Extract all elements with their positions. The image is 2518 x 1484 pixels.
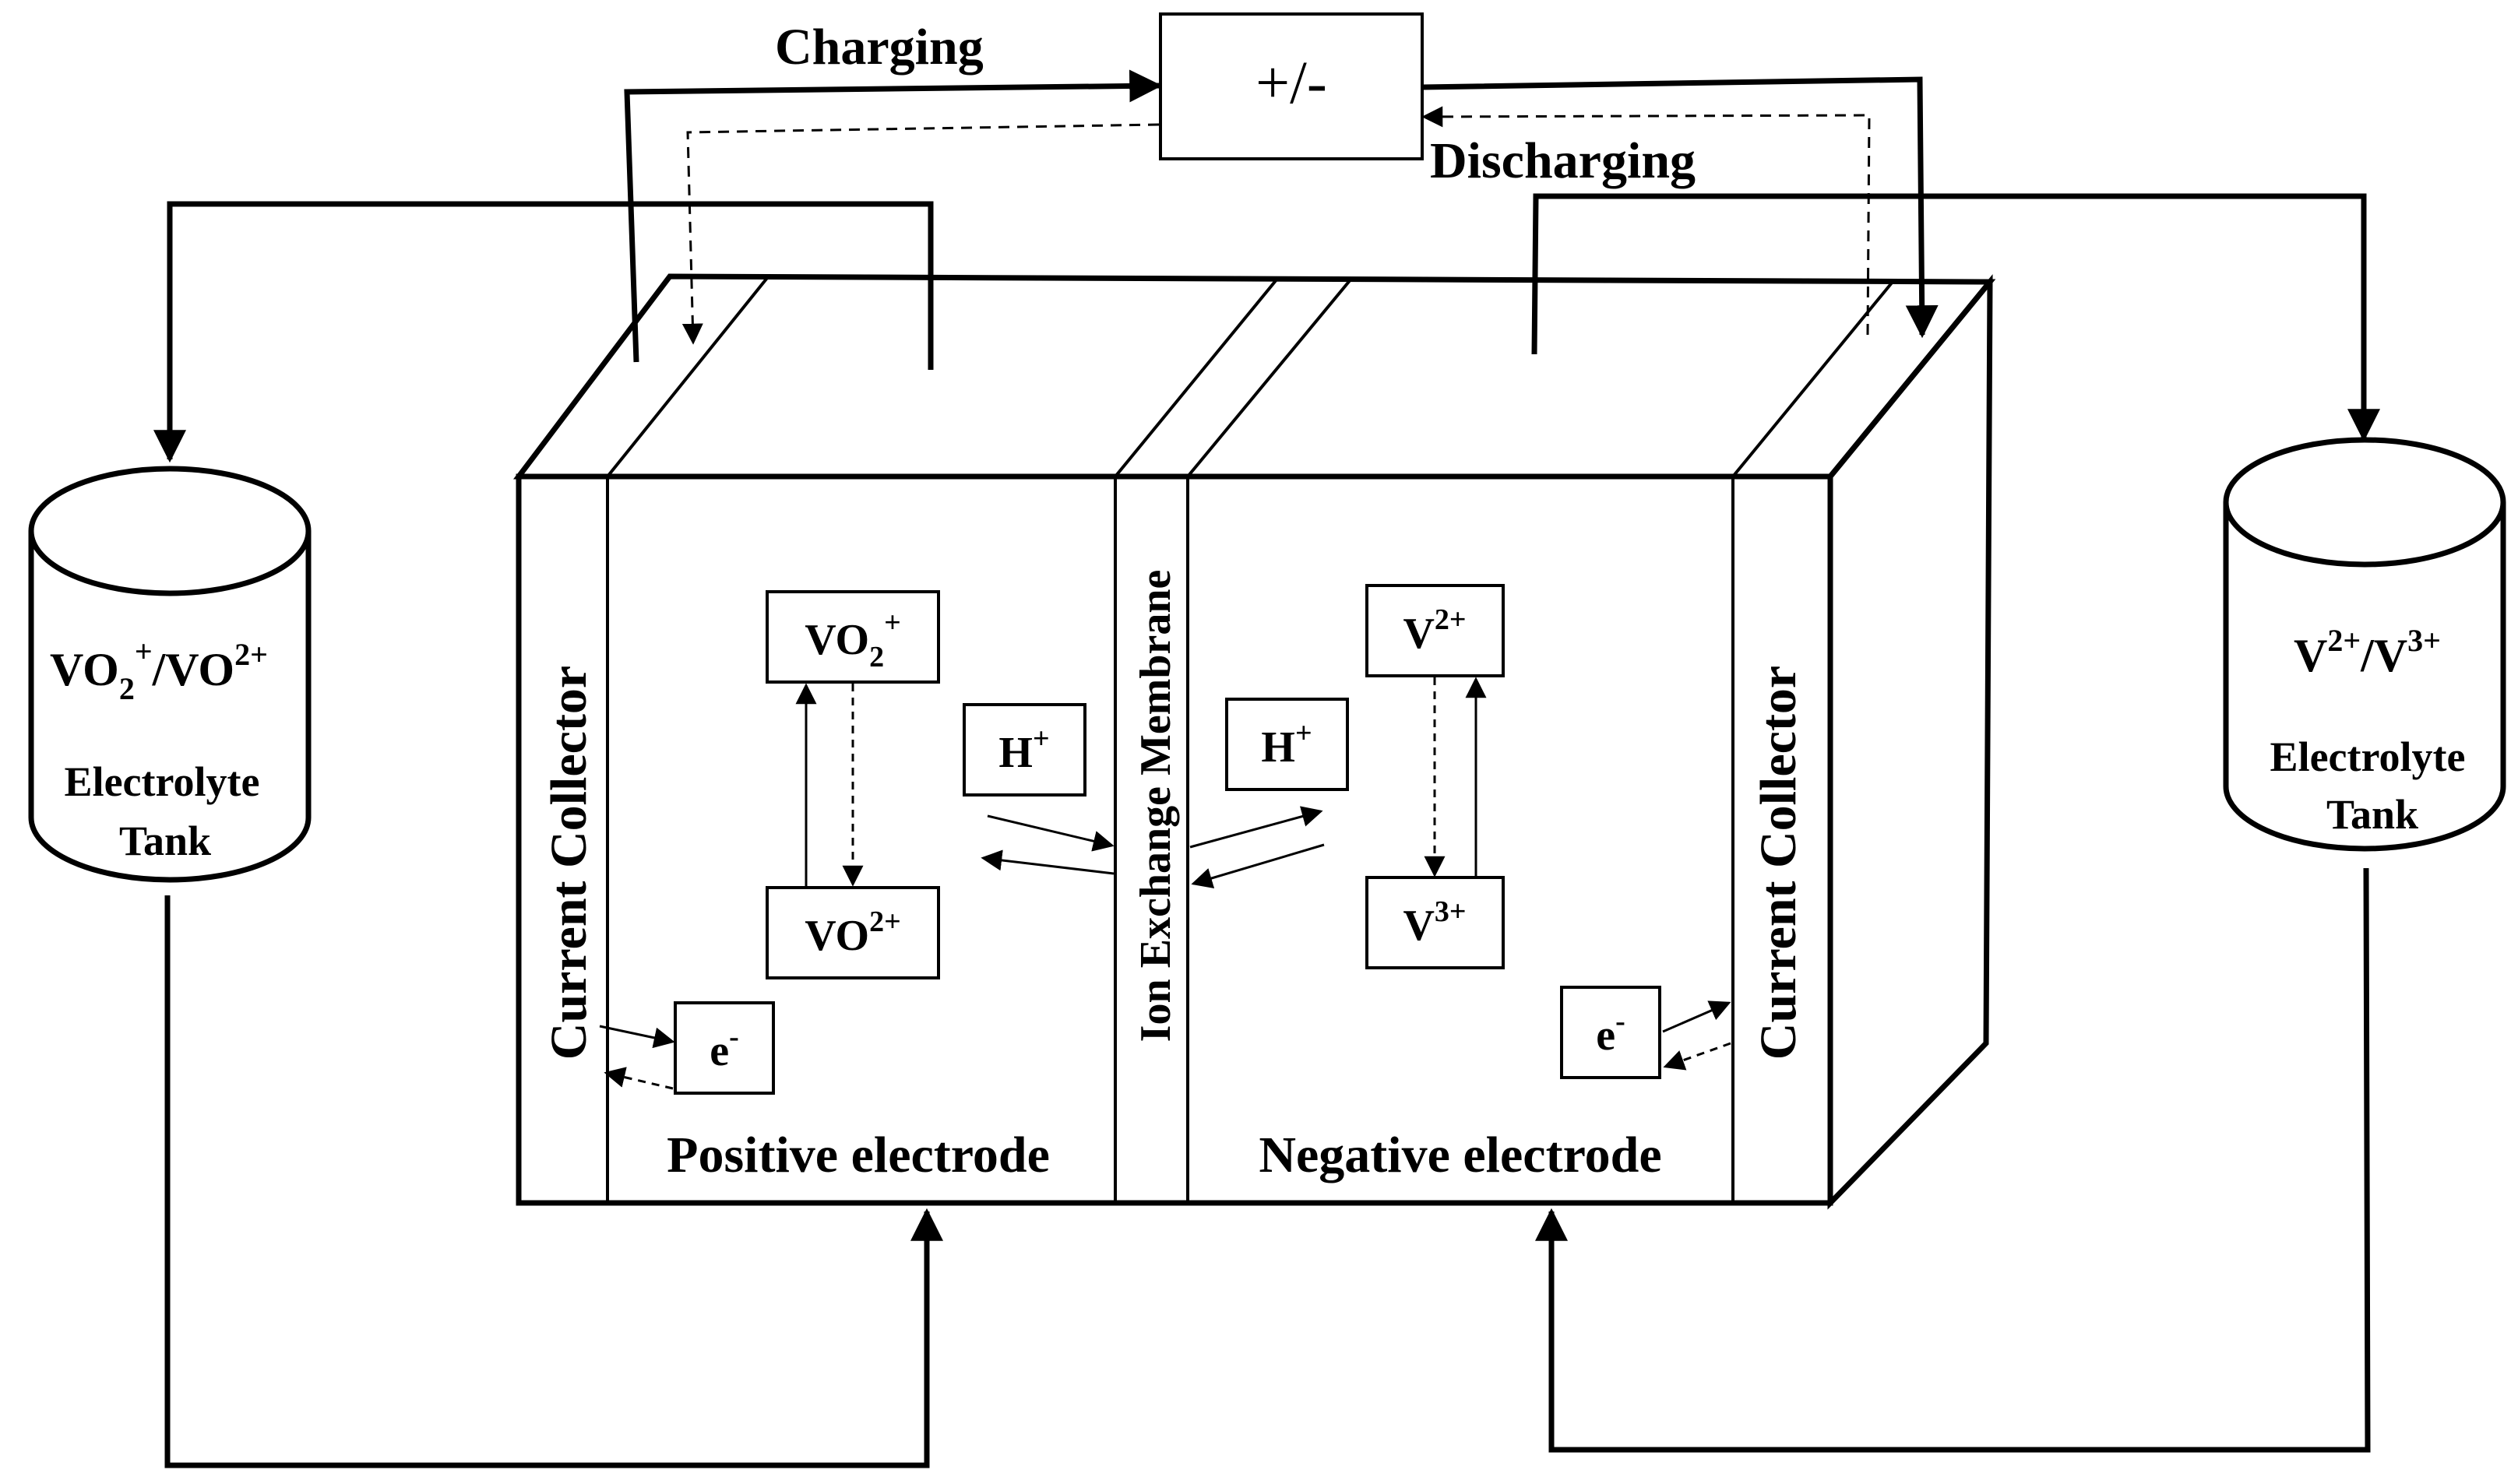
right-tank-label-line1: Electrolyte	[2270, 733, 2466, 780]
positive-reaction-arrows	[795, 683, 864, 887]
negative-electrode-label: Negative electrode	[1259, 1127, 1661, 1183]
left-electrolyte-tank: VO2+/VO2+ Electrolyte Tank	[28, 466, 312, 883]
svg-text:e-: e-	[1596, 1005, 1625, 1060]
ion-exchange-membrane-label: Ion Exchange Membrane	[1132, 570, 1180, 1043]
right-current-collector-label: Current Collector	[1750, 666, 1807, 1060]
vo-2plus-box: VO2+	[766, 886, 940, 979]
left-tank-label-line1: Electrolyte	[65, 758, 260, 805]
right-tank-label-line2: Tank	[2326, 791, 2418, 838]
svg-text:V3+: V3+	[1403, 895, 1466, 950]
power-source: +/-	[1159, 12, 1424, 160]
left-current-collector-label: Current Collector	[541, 666, 597, 1060]
cell-body	[512, 273, 1996, 1210]
left-tank-species: VO2+/VO2+	[50, 634, 268, 706]
svg-text:V2+: V2+	[1403, 603, 1466, 658]
svg-text:VO2+: VO2+	[805, 906, 901, 960]
electron-right-box: e-	[1560, 986, 1661, 1079]
left-electrolyte-loop	[153, 201, 943, 1468]
proton-transport-arrows	[981, 806, 1325, 889]
svg-text:H+: H+	[1261, 717, 1312, 772]
charging-circuit	[624, 69, 1939, 363]
svg-text:e-: e-	[710, 1021, 739, 1075]
negative-reaction-arrows	[1424, 677, 1487, 877]
positive-electrode-label: Positive electrode	[667, 1127, 1050, 1183]
h-plus-left-box: H+	[963, 703, 1086, 797]
v3-plus-box: V3+	[1365, 876, 1505, 969]
electron-left-box: e-	[674, 1001, 775, 1095]
svg-text:VO2+: VO2+	[805, 607, 901, 673]
right-electrolyte-loop	[1531, 193, 2380, 1453]
charging-label: Charging	[775, 19, 984, 76]
h-plus-right-box: H+	[1225, 698, 1349, 791]
v2-plus-box: V2+	[1365, 584, 1505, 677]
vo2-plus-box: VO2+	[766, 590, 940, 684]
discharging-label: Discharging	[1430, 132, 1696, 189]
svg-text:H+: H+	[998, 723, 1049, 777]
power-source-label: +/-	[1255, 48, 1327, 116]
left-tank-label-line2: Tank	[119, 818, 211, 864]
right-electrolyte-tank: V2+/V3+ Electrolyte Tank	[2223, 437, 2506, 852]
discharging-circuit	[681, 106, 1871, 345]
electron-transfer-arrows	[599, 1000, 1731, 1090]
right-tank-species: V2+/V3+	[2294, 623, 2441, 681]
